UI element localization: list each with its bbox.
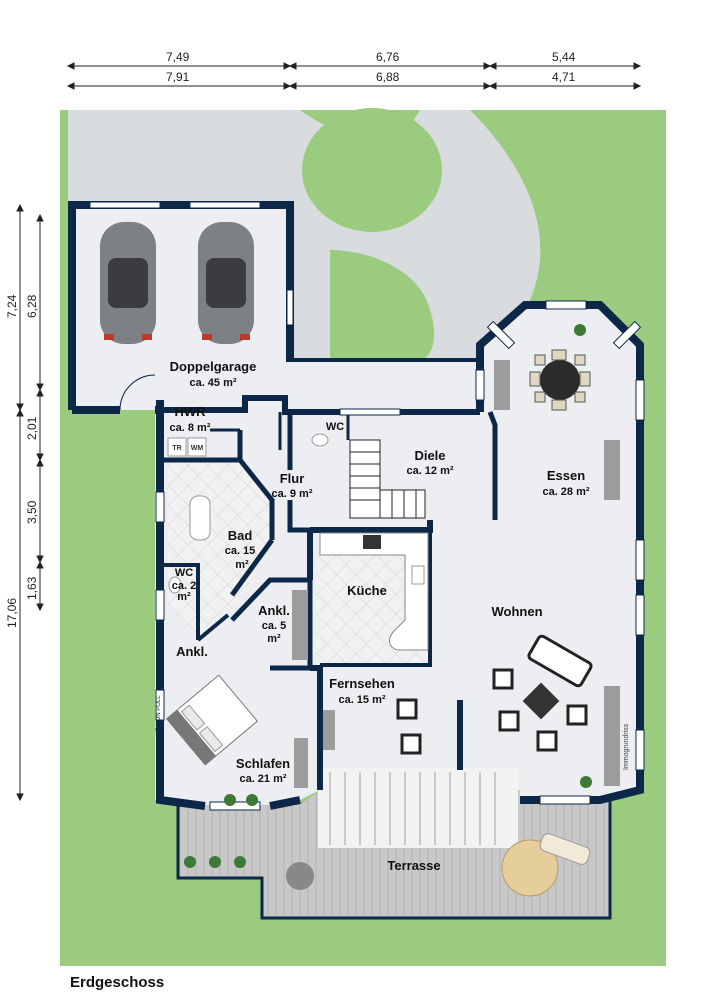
walls xyxy=(68,201,644,810)
dryer-label: TR xyxy=(172,445,181,452)
plants xyxy=(184,324,592,868)
car-right-icon xyxy=(198,222,254,344)
dim-top-inner-2: 6,88 xyxy=(376,70,400,84)
sink-icon xyxy=(411,565,425,585)
label-wc1: WC xyxy=(326,421,344,433)
lawn-patch xyxy=(330,250,435,360)
area-schlafen: ca. 21 m² xyxy=(239,773,286,785)
terrace-stairs xyxy=(318,768,518,848)
windows xyxy=(89,201,645,811)
area-hwr: ca. 8 m² xyxy=(170,422,211,434)
dimension-lines-top xyxy=(66,62,642,90)
dim-top-outer-2: 6,76 xyxy=(376,50,400,64)
toilet2-icon xyxy=(168,576,182,594)
dim-top-outer-1: 7,49 xyxy=(166,50,190,64)
label-hwr: HWR xyxy=(174,404,206,419)
label-wc2: WC xyxy=(175,567,193,579)
area-wc2-2: m² xyxy=(177,591,191,603)
dimension-lines-left xyxy=(16,203,44,802)
label-essen: Essen xyxy=(547,468,585,483)
area-essen: ca. 28 m² xyxy=(542,486,589,498)
dim-top-inner-3: 4,71 xyxy=(552,70,576,84)
dining-chairs xyxy=(529,349,591,411)
label-flur: Flur xyxy=(280,471,305,486)
label-wohnen: Wohnen xyxy=(491,604,542,619)
dim-top-outer-3: 5,44 xyxy=(552,50,576,64)
garage-door-swing xyxy=(119,374,156,411)
label-garage: Doppelgarage xyxy=(170,359,257,374)
area-wc2-1: ca. 2 xyxy=(172,580,196,592)
dim-left-inner-3: 3,50 xyxy=(25,500,39,524)
floor-label: Erdgeschoss xyxy=(70,974,165,991)
wardrobe xyxy=(294,738,308,788)
area-bad-1: ca. 15 xyxy=(225,545,256,557)
dining-table-icon xyxy=(540,360,580,400)
lawn-island xyxy=(302,108,442,232)
bathtub-icon xyxy=(189,495,211,541)
dim-left-inner-2: 2,01 xyxy=(25,416,39,440)
sideboard-2 xyxy=(604,440,620,500)
toilet-icon xyxy=(311,433,329,447)
terrace-table-icon xyxy=(286,862,314,890)
washer-label: WM xyxy=(191,445,204,452)
parasol-icon xyxy=(501,839,559,897)
area-diele: ca. 12 m² xyxy=(406,465,453,477)
car-left-icon xyxy=(100,222,156,344)
label-bad: Bad xyxy=(228,528,253,543)
dim-left-outer-2: 17,06 xyxy=(5,598,19,628)
dryer-icon xyxy=(167,437,187,457)
label-ankl2: Ankl. xyxy=(176,644,208,659)
area-garage: ca. 45 m² xyxy=(189,377,236,389)
vp-stamp: VP VON POLL xyxy=(156,695,162,735)
kitchen-cabinet xyxy=(292,590,308,660)
label-terrasse: Terrasse xyxy=(387,858,440,873)
terrace-stair-lines xyxy=(329,772,496,845)
sun-lounger-icon xyxy=(539,833,591,865)
label-fernsehen: Fernsehen xyxy=(329,676,395,691)
label-schlafen: Schlafen xyxy=(236,756,290,771)
area-ankl1-1: ca. 5 xyxy=(262,620,286,632)
coffee-table-icon xyxy=(522,682,560,720)
dim-left-outer-1: 7,24 xyxy=(5,294,19,318)
label-ankl1: Ankl. xyxy=(258,603,290,618)
area-bad-2: m² xyxy=(235,559,249,571)
label-kueche: Küche xyxy=(347,583,387,598)
terrace-edge xyxy=(176,800,612,920)
cooktop-icon xyxy=(363,535,381,549)
dim-left-inner-4: 1,63 xyxy=(25,576,39,600)
bed-icon xyxy=(165,674,259,766)
area-fernsehen: ca. 15 m² xyxy=(338,694,385,706)
dim-left-inner-1: 6,28 xyxy=(25,294,39,318)
area-flur: ca. 9 m² xyxy=(272,488,313,500)
tv-cabinet xyxy=(323,710,335,750)
label-diele: Diele xyxy=(414,448,445,463)
area-ankl1-2: m² xyxy=(267,633,281,645)
dim-top-inner-1: 7,91 xyxy=(166,70,190,84)
kitchen-counter xyxy=(319,532,429,651)
washer-icon xyxy=(187,437,207,457)
staircase xyxy=(349,439,426,519)
armchairs xyxy=(396,668,588,755)
watermark: Immogrundriss xyxy=(623,723,630,770)
sideboard-3 xyxy=(604,686,620,786)
sofa-icon xyxy=(527,634,593,688)
sideboard xyxy=(494,360,510,410)
